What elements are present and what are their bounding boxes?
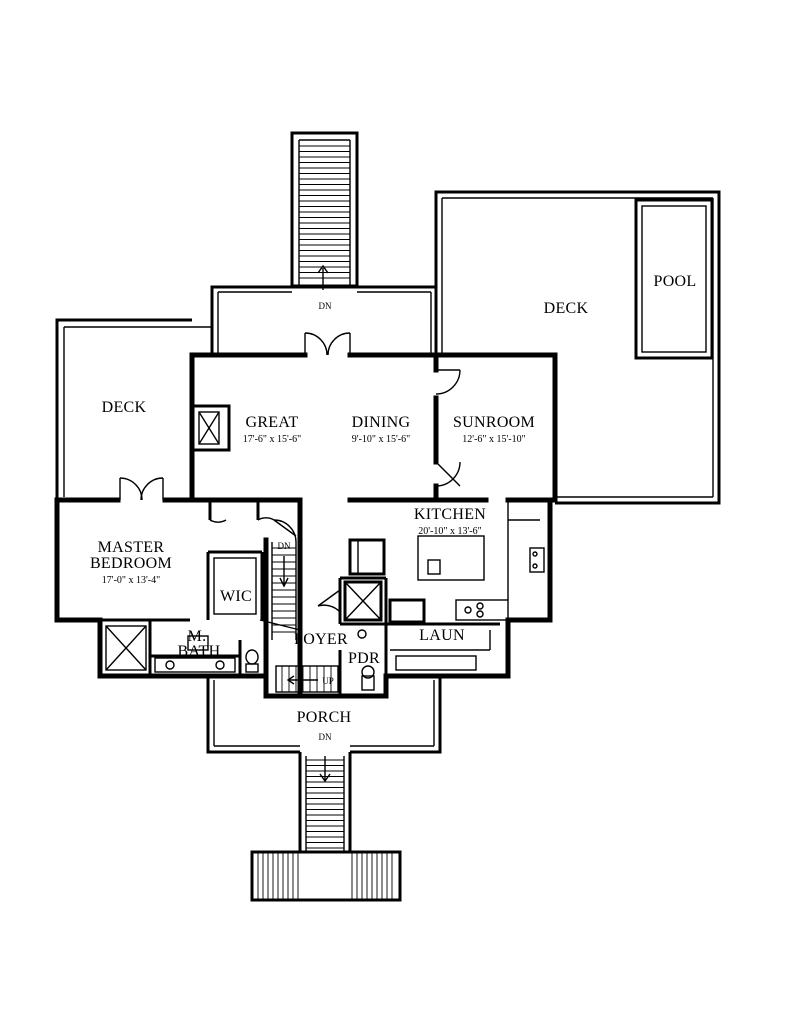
- laundry-fixtures: [390, 630, 491, 671]
- toilet-icon: [245, 649, 259, 673]
- kitchen-dims: 20'-10" x 13'-6": [418, 526, 481, 537]
- master-label-2: BEDROOM: [90, 555, 172, 572]
- dining-dims: 9'-10" x 15'-6": [352, 434, 410, 445]
- pdr-label: PDR: [348, 650, 380, 667]
- pdr-fixtures: [357, 629, 375, 691]
- sunroom-door: [435, 369, 461, 487]
- mbath-label-1: M.: [188, 628, 207, 645]
- up-stair: [275, 665, 339, 693]
- dn-label-top: DN: [319, 301, 332, 311]
- wic-closet: [213, 557, 257, 615]
- pool-label: POOL: [654, 273, 697, 290]
- dn-label-porch: DN: [319, 732, 332, 742]
- mbath-label-2: BATH: [178, 643, 221, 660]
- main-walls: [189, 352, 558, 503]
- master-doors: [119, 477, 164, 501]
- wic-label: WIC: [220, 588, 252, 605]
- sunroom-label: SUNROOM: [453, 414, 535, 431]
- dining-label: DINING: [352, 414, 411, 431]
- interior-stair: [259, 542, 301, 640]
- laun-label: LAUN: [419, 627, 465, 644]
- kitchen-label: KITCHEN: [414, 506, 486, 523]
- foyer-door: [317, 589, 341, 613]
- porch-label: PORCH: [297, 709, 352, 726]
- porch: [206, 676, 442, 754]
- foyer-label: FOYER: [294, 631, 348, 648]
- up-label: UP: [322, 676, 334, 686]
- right-deck: [434, 190, 721, 505]
- deck-left-label: DECK: [102, 399, 147, 416]
- kitchen-fixtures: [348, 500, 545, 624]
- great-label: GREAT: [245, 414, 298, 431]
- bath-vanity: [154, 635, 236, 673]
- deck-right-label: DECK: [544, 300, 589, 317]
- porch-stair: [250, 752, 402, 902]
- master-label-1: MASTER: [98, 539, 165, 556]
- shower: [105, 625, 147, 671]
- french-door-top: [304, 332, 351, 356]
- dn-label-interior: DN: [278, 541, 291, 551]
- sunroom-dims: 12'-6" x 15'-10": [462, 434, 525, 445]
- closet-doors: [209, 517, 297, 543]
- pantry-box: [343, 580, 383, 622]
- top-stair: [290, 131, 359, 290]
- great-dims: 17'-6" x 15'-6": [243, 434, 301, 445]
- master-dims: 17'-0" x 13'-4": [102, 575, 160, 586]
- lower-walls: [54, 497, 558, 699]
- pool: [634, 198, 714, 360]
